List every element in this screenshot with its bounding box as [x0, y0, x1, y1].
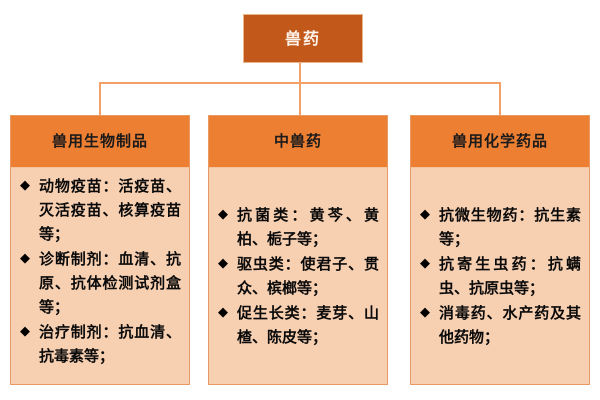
bullet-list: ◆ 抗菌类：黄芩、黄柏、栀子等； ◆ 驱虫类：使君子、贯众、槟榔等； ◆ 促生长…: [218, 203, 379, 350]
list-item-text: 促生长类：麦芽、山楂、陈皮等；: [237, 303, 379, 346]
list-item-text: 治疗制剂：抗血清、抗毒素等；: [39, 323, 181, 365]
category-header-biological-products: 兽用生物制品: [11, 116, 189, 168]
list-item: ◆ 治疗制剂：抗血清、抗毒素等；: [20, 320, 181, 368]
category-header-chinese-veterinary-medicine: 中兽药: [209, 116, 387, 168]
diamond-bullet-icon: ◆: [20, 178, 30, 193]
category-column-chemical-drugs: 兽用化学药品 ◆ 抗微生物药：抗生素等； ◆ 抗寄生虫药：抗螨虫、抗原虫等； ◆…: [410, 115, 590, 385]
list-item: ◆ 促生长类：麦芽、山楂、陈皮等；: [218, 301, 379, 349]
connector-root-trunk: [299, 63, 301, 84]
list-item: ◆ 消毒药、水产药及其他药物；: [420, 301, 581, 349]
category-header-label: 中兽药: [273, 132, 322, 150]
category-body-chemical-drugs: ◆ 抗微生物药：抗生素等； ◆ 抗寄生虫药：抗螨虫、抗原虫等； ◆ 消毒药、水产…: [411, 168, 589, 384]
category-header-chemical-drugs: 兽用化学药品: [411, 116, 589, 168]
diamond-bullet-icon: ◆: [420, 206, 430, 222]
list-item: ◆ 诊断制剂：血清、抗原、抗体检测试剂盒等；: [20, 247, 181, 319]
connector-drop-column-2: [299, 82, 301, 115]
list-item-text: 诊断制剂：血清、抗原、抗体检测试剂盒等；: [39, 250, 181, 316]
list-item-text: 消毒药、水产药及其他药物；: [439, 303, 581, 346]
connector-drop-column-1: [99, 82, 101, 115]
list-item-text: 动物疫苗：活疫苗、灭活疫苗、核算疫苗等；: [39, 177, 181, 243]
list-item-text: 驱虫类：使君子、贯众、槟榔等；: [237, 254, 379, 297]
diamond-bullet-icon: ◆: [420, 304, 430, 320]
root-node-label: 兽药: [284, 28, 321, 48]
diamond-bullet-icon: ◆: [218, 255, 228, 271]
list-item: ◆ 驱虫类：使君子、贯众、槟榔等；: [218, 252, 379, 300]
diamond-bullet-icon: ◆: [20, 251, 30, 266]
list-item: ◆ 抗微生物药：抗生素等；: [420, 203, 581, 251]
list-item: ◆ 抗菌类：黄芩、黄柏、栀子等；: [218, 203, 379, 251]
root-node-veterinary-drugs: 兽药: [243, 14, 363, 63]
list-item-text: 抗微生物药：抗生素等；: [439, 205, 581, 248]
connector-drop-column-3: [499, 82, 501, 115]
diamond-bullet-icon: ◆: [420, 255, 430, 271]
category-column-chinese-veterinary-medicine: 中兽药 ◆ 抗菌类：黄芩、黄柏、栀子等； ◆ 驱虫类：使君子、贯众、槟榔等； ◆…: [208, 115, 388, 385]
list-item-text: 抗寄生虫药：抗螨虫、抗原虫等；: [439, 254, 581, 297]
diamond-bullet-icon: ◆: [218, 206, 228, 222]
category-column-biological-products: 兽用生物制品 ◆ 动物疫苗：活疫苗、灭活疫苗、核算疫苗等； ◆ 诊断制剂：血清、…: [10, 115, 190, 385]
list-item: ◆ 动物疫苗：活疫苗、灭活疫苗、核算疫苗等；: [20, 174, 181, 246]
list-item: ◆ 抗寄生虫药：抗螨虫、抗原虫等；: [420, 252, 581, 300]
bullet-list: ◆ 动物疫苗：活疫苗、灭活疫苗、核算疫苗等； ◆ 诊断制剂：血清、抗原、抗体检测…: [20, 174, 181, 369]
list-item-text: 抗菌类：黄芩、黄柏、栀子等；: [237, 205, 379, 248]
category-header-label: 兽用生物制品: [51, 132, 148, 150]
category-body-chinese-veterinary-medicine: ◆ 抗菌类：黄芩、黄柏、栀子等； ◆ 驱虫类：使君子、贯众、槟榔等； ◆ 促生长…: [209, 168, 387, 384]
bullet-list: ◆ 抗微生物药：抗生素等； ◆ 抗寄生虫药：抗螨虫、抗原虫等； ◆ 消毒药、水产…: [420, 203, 581, 350]
diamond-bullet-icon: ◆: [218, 304, 228, 320]
diamond-bullet-icon: ◆: [20, 324, 30, 339]
category-header-label: 兽用化学药品: [451, 132, 548, 150]
category-body-biological-products: ◆ 动物疫苗：活疫苗、灭活疫苗、核算疫苗等； ◆ 诊断制剂：血清、抗原、抗体检测…: [11, 168, 189, 384]
